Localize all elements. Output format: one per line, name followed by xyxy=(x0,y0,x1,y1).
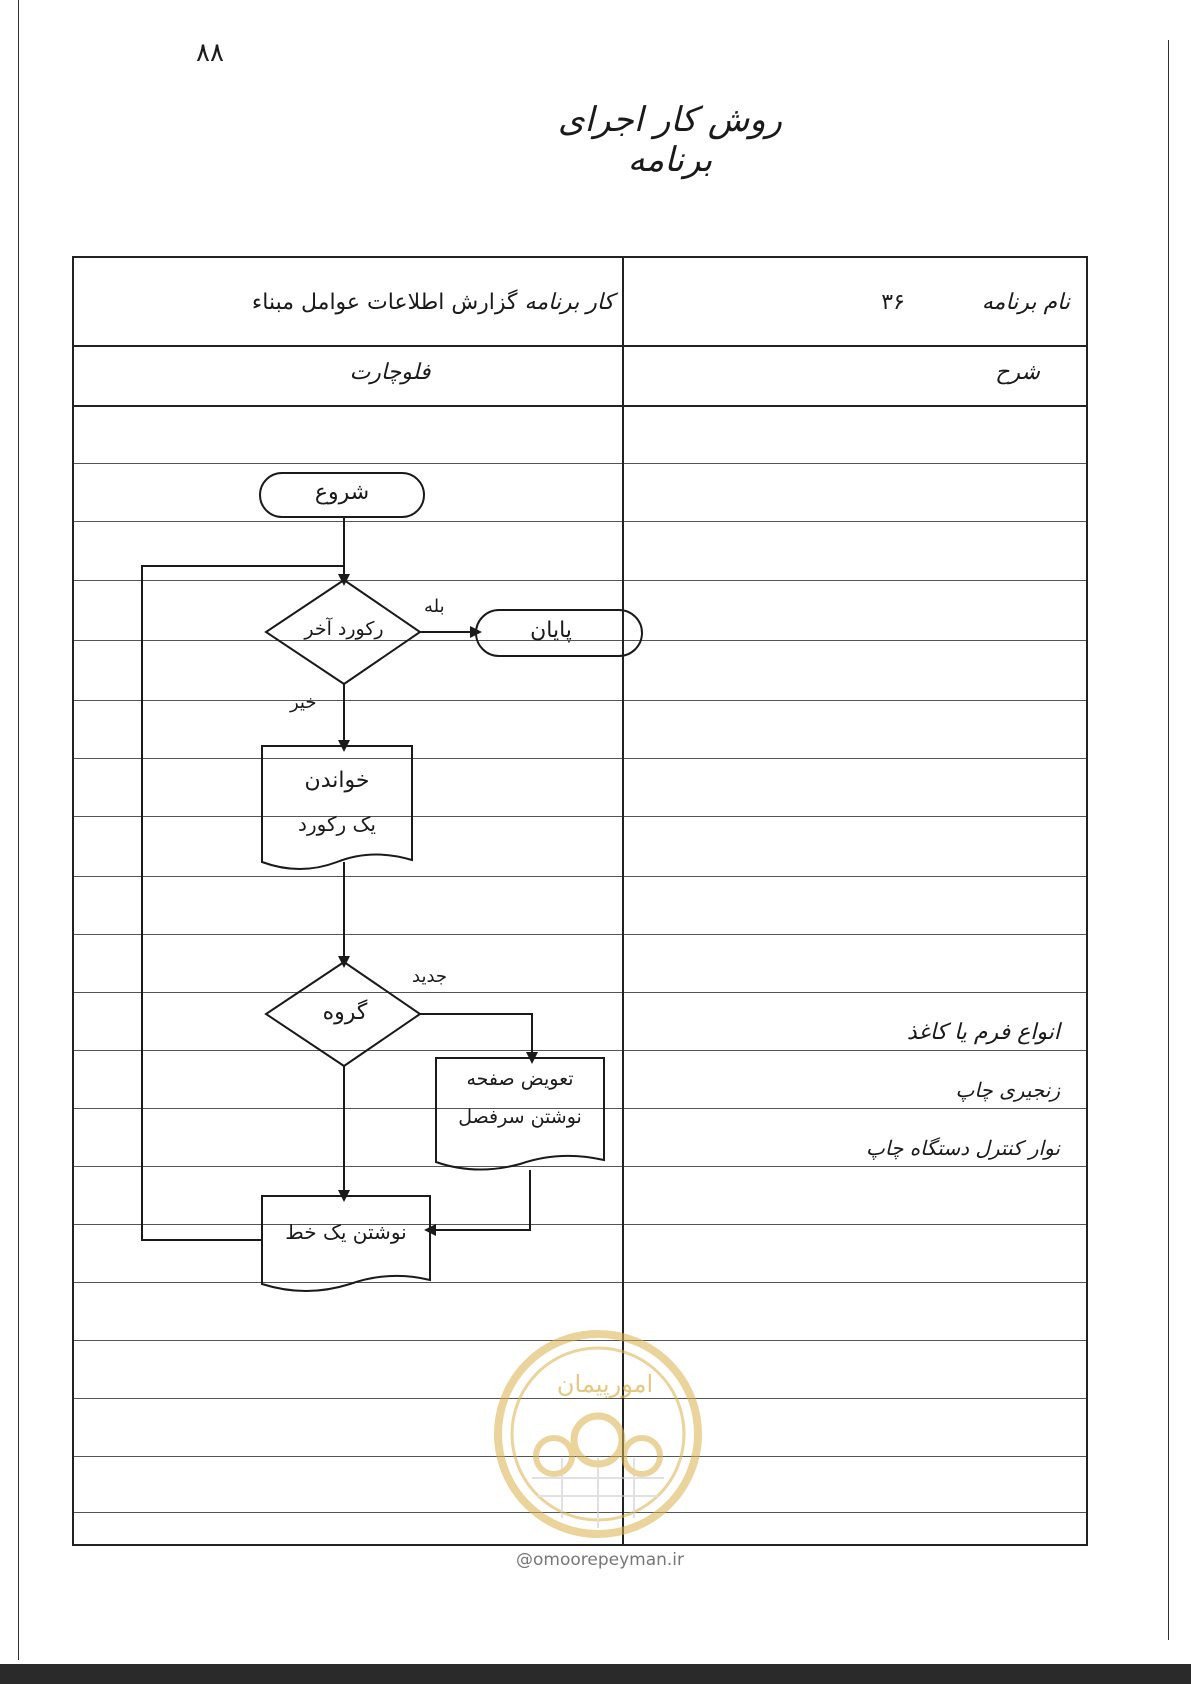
watermark-site: @omoorepeyman.ir xyxy=(516,1550,685,1570)
form-rule xyxy=(74,1166,1086,1167)
right-margin-line xyxy=(1168,40,1169,1640)
form-rule xyxy=(74,640,1086,641)
end-label: پایان xyxy=(530,618,572,643)
loop-back-line xyxy=(141,565,344,1241)
read-label-line1: خواندن xyxy=(304,768,370,793)
form-rule xyxy=(74,580,1086,581)
description-header: شرح xyxy=(995,360,1040,385)
page-change-line2: نوشتن سرفصل xyxy=(458,1106,582,1128)
form-rule xyxy=(74,1050,1086,1051)
form-rule xyxy=(74,816,1086,817)
arrow-head xyxy=(338,574,350,586)
form-rule xyxy=(74,1282,1086,1283)
arrow-head xyxy=(526,1052,538,1064)
form-rule xyxy=(74,992,1086,993)
form-rule xyxy=(74,934,1086,935)
form-rule xyxy=(74,876,1086,877)
column-divider xyxy=(622,256,624,1546)
arrow-head xyxy=(338,1190,350,1202)
page-title: روش کار اجرای برنامه xyxy=(557,100,783,180)
form-rule xyxy=(74,1340,1086,1341)
start-label: شروع xyxy=(314,480,370,505)
note-chain-print: زنجیری چاپ xyxy=(955,1078,1060,1102)
scan-edge-strip xyxy=(0,1664,1191,1684)
left-margin-line xyxy=(18,0,19,1660)
page-number: ۸۸ xyxy=(196,38,224,68)
program-name-label: کار برنامه xyxy=(524,290,614,315)
program-name-field: کار برنامه گزارش اطلاعات عوامل مبناء xyxy=(230,290,614,315)
program-number-label: نام برنامه xyxy=(981,290,1070,315)
form-rule xyxy=(74,1512,1086,1513)
watermark-logo-text: امورپیمان xyxy=(556,1370,654,1398)
page-change-document xyxy=(435,1057,605,1171)
read-record-document xyxy=(261,745,413,870)
form-frame xyxy=(72,256,1088,1546)
arrow-head xyxy=(424,1224,436,1236)
write-line-document xyxy=(261,1195,431,1292)
yes-label: بله xyxy=(424,596,445,617)
new-label: جدید xyxy=(412,966,448,987)
program-name-value: گزارش اطلاعات عوامل مبناء xyxy=(251,290,518,315)
write-line-label: نوشتن یک خط xyxy=(285,1220,407,1244)
read-label-line2: یک رکورد xyxy=(298,812,376,836)
program-number-value: ۳۶ xyxy=(881,290,905,315)
no-label: خیر xyxy=(290,692,317,713)
last-record-label: رکورد آخر xyxy=(304,618,384,640)
form-rule xyxy=(74,521,1086,522)
program-number-field: نام برنامه ۳۶ xyxy=(880,290,1070,315)
arrow-head xyxy=(338,956,350,968)
form-rule xyxy=(74,463,1086,464)
flowchart-header: فلوچارت xyxy=(349,360,431,385)
form-rule xyxy=(74,1108,1086,1109)
flow-line-new xyxy=(420,1013,533,1058)
form-rule xyxy=(74,758,1086,759)
arrow-head xyxy=(470,626,482,638)
page-change-line1: تعویض صفحه xyxy=(466,1068,574,1090)
note-printer-tape: نوار کنترل دستگاه چاپ xyxy=(866,1136,1060,1160)
flow-line xyxy=(430,1170,531,1231)
form-rule xyxy=(74,1398,1086,1399)
note-paper-type: انواع فرم یا کاغذ xyxy=(906,1020,1060,1045)
start-terminal xyxy=(259,472,425,518)
group-label: گروه xyxy=(322,1000,368,1025)
form-rule xyxy=(74,405,1086,407)
watermark-logo xyxy=(494,1330,702,1538)
arrow-head xyxy=(338,740,350,752)
form-rule xyxy=(74,700,1086,701)
form-rule xyxy=(74,1224,1086,1225)
form-rule xyxy=(74,345,1086,347)
